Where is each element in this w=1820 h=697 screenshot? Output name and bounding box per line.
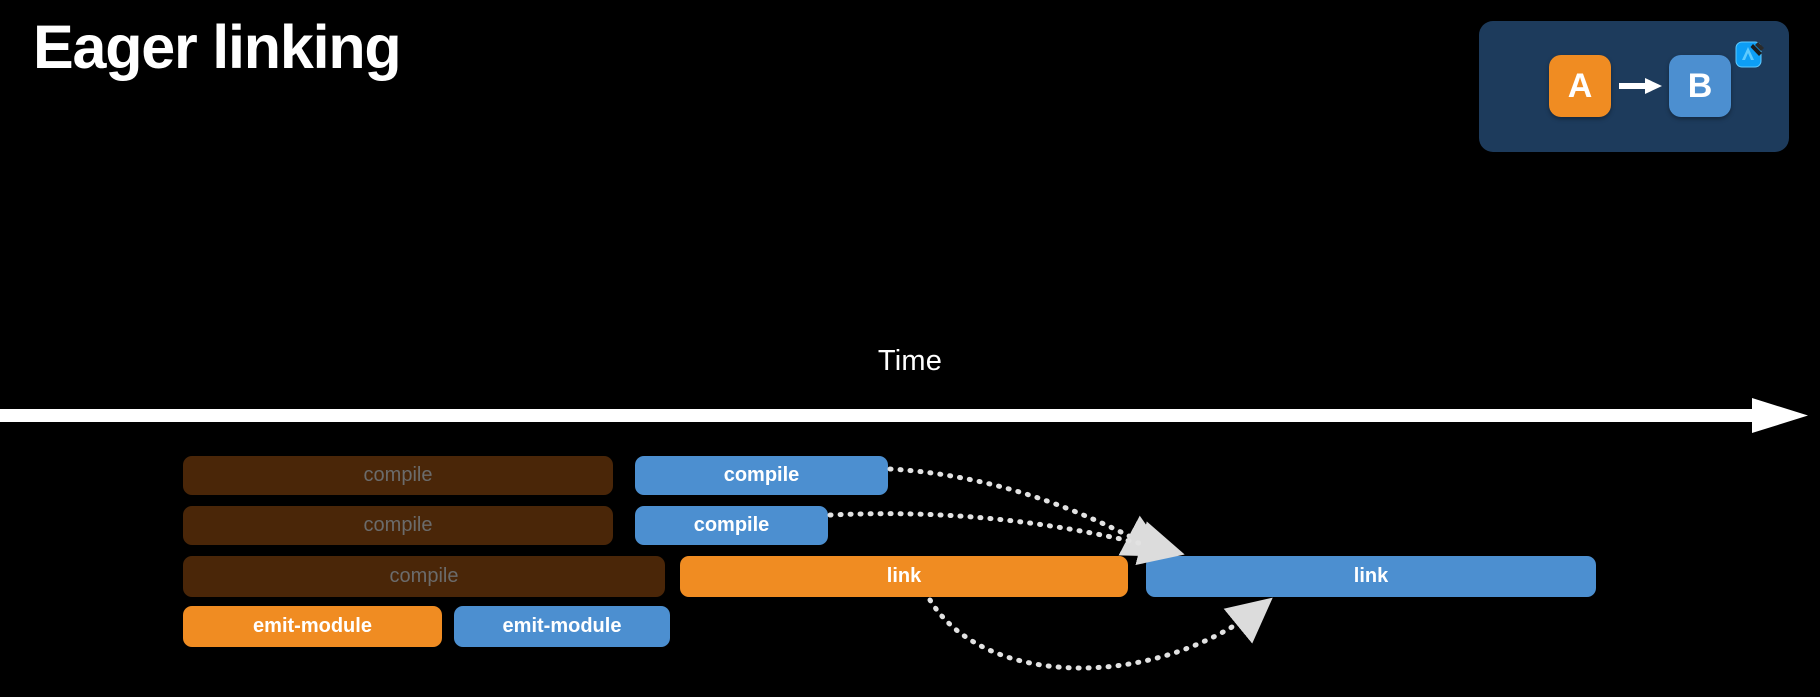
page-title: Eager linking: [33, 13, 402, 81]
timeline-bar-link-row-3: link: [680, 556, 1128, 597]
timeline-bar-compile-row-3: compile: [183, 556, 665, 597]
xcode-icon: [1735, 41, 1764, 68]
timeline-bar-compile-row-1: compile: [183, 456, 613, 495]
module-box-a: A: [1549, 55, 1611, 117]
timeline-bar-emit-module-row-4: emit-module: [183, 606, 442, 647]
timeline-bar-emit-module-row-4: emit-module: [454, 606, 670, 647]
module-box-b: B: [1669, 55, 1731, 117]
module-dependency-badge: A B: [1479, 21, 1789, 152]
timeline-bar-compile-row-2: compile: [635, 506, 828, 545]
timeline-bar-link-row-3: link: [1146, 556, 1596, 597]
time-axis-label: Time: [877, 345, 943, 377]
timeline-bar-compile-row-1: compile: [635, 456, 888, 495]
arrow-right-icon: [1619, 78, 1662, 94]
timeline-bar-compile-row-2: compile: [183, 506, 613, 545]
time-axis-arrow: [0, 398, 1808, 433]
